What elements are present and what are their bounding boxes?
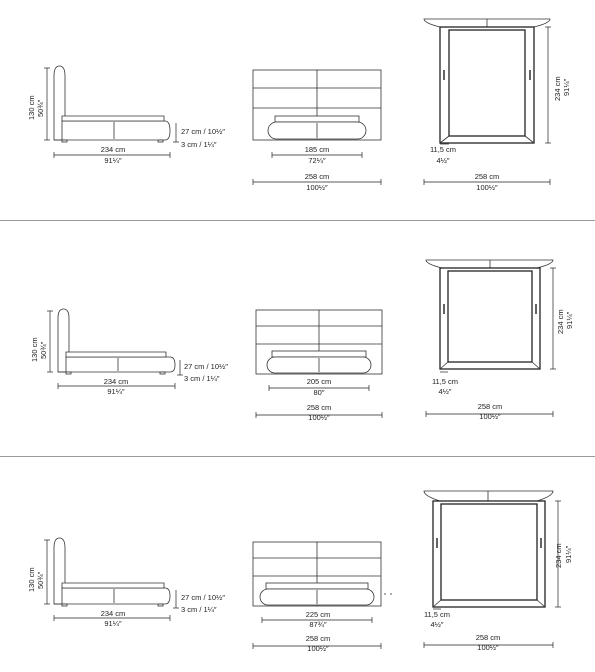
side-length-label: 234 cm [100, 145, 126, 154]
top-width-label: 258 cm [474, 172, 500, 181]
top-width-inch-label: 100½″ [476, 183, 498, 192]
overall-width-label: 258 cm [306, 403, 332, 412]
overall-width-label: 258 cm [305, 634, 331, 643]
top-depth-inch-label: 91¼″ [564, 545, 573, 563]
mattress-width-label: 225 cm [305, 610, 331, 619]
frame-width-inch-label: 4½″ [438, 387, 452, 396]
frame-width-inch-label: 4½″ [436, 156, 450, 165]
frame-width-label: 11,5 cm [429, 145, 457, 154]
clearance-label: 27 cm / 10½″ [181, 593, 225, 602]
overall-width-inch-label: 100½″ [306, 183, 328, 192]
mattress-width-label: 205 cm [306, 377, 332, 386]
foot-height-label: 3 cm / 1¼″ [184, 374, 220, 383]
mattress-width-inch-label: 80″ [313, 388, 325, 397]
mattress-width-inch-label: 72¼″ [308, 156, 326, 165]
top-depth-label: 234 cm [554, 543, 563, 568]
mattress-width-inch-label: 87¾″ [309, 620, 327, 629]
foot-height-label: 3 cm / 1¼″ [181, 605, 217, 614]
side-length-inch-label: 91¼″ [104, 156, 122, 165]
side-length-label: 234 cm [100, 609, 126, 618]
side-length-inch-label: 91¼″ [104, 619, 122, 628]
side-length-label: 234 cm [103, 377, 129, 386]
top-width-inch-label: 100½″ [479, 412, 501, 421]
overall-width-label: 258 cm [304, 172, 330, 181]
top-width-inch-label: 100½″ [477, 643, 499, 652]
frame-width-inch-label: 4½″ [430, 620, 444, 629]
foot-height-label: 3 cm / 1¼″ [181, 140, 217, 149]
row-separator [0, 456, 595, 457]
clearance-label: 27 cm / 10½″ [184, 362, 228, 371]
top-width-label: 258 cm [477, 402, 503, 411]
frame-width-label: 11,5 cm [431, 377, 459, 386]
clearance-label: 27 cm / 10½″ [181, 127, 225, 136]
overall-width-inch-label: 100½″ [307, 644, 329, 653]
mattress-width-label: 185 cm [304, 145, 330, 154]
row-separator [0, 220, 595, 221]
frame-width-label: 11,5 cm [423, 610, 451, 619]
top-width-label: 258 cm [475, 633, 501, 642]
overall-width-inch-label: 100½″ [308, 413, 330, 422]
side-length-inch-label: 91¼″ [107, 387, 125, 396]
